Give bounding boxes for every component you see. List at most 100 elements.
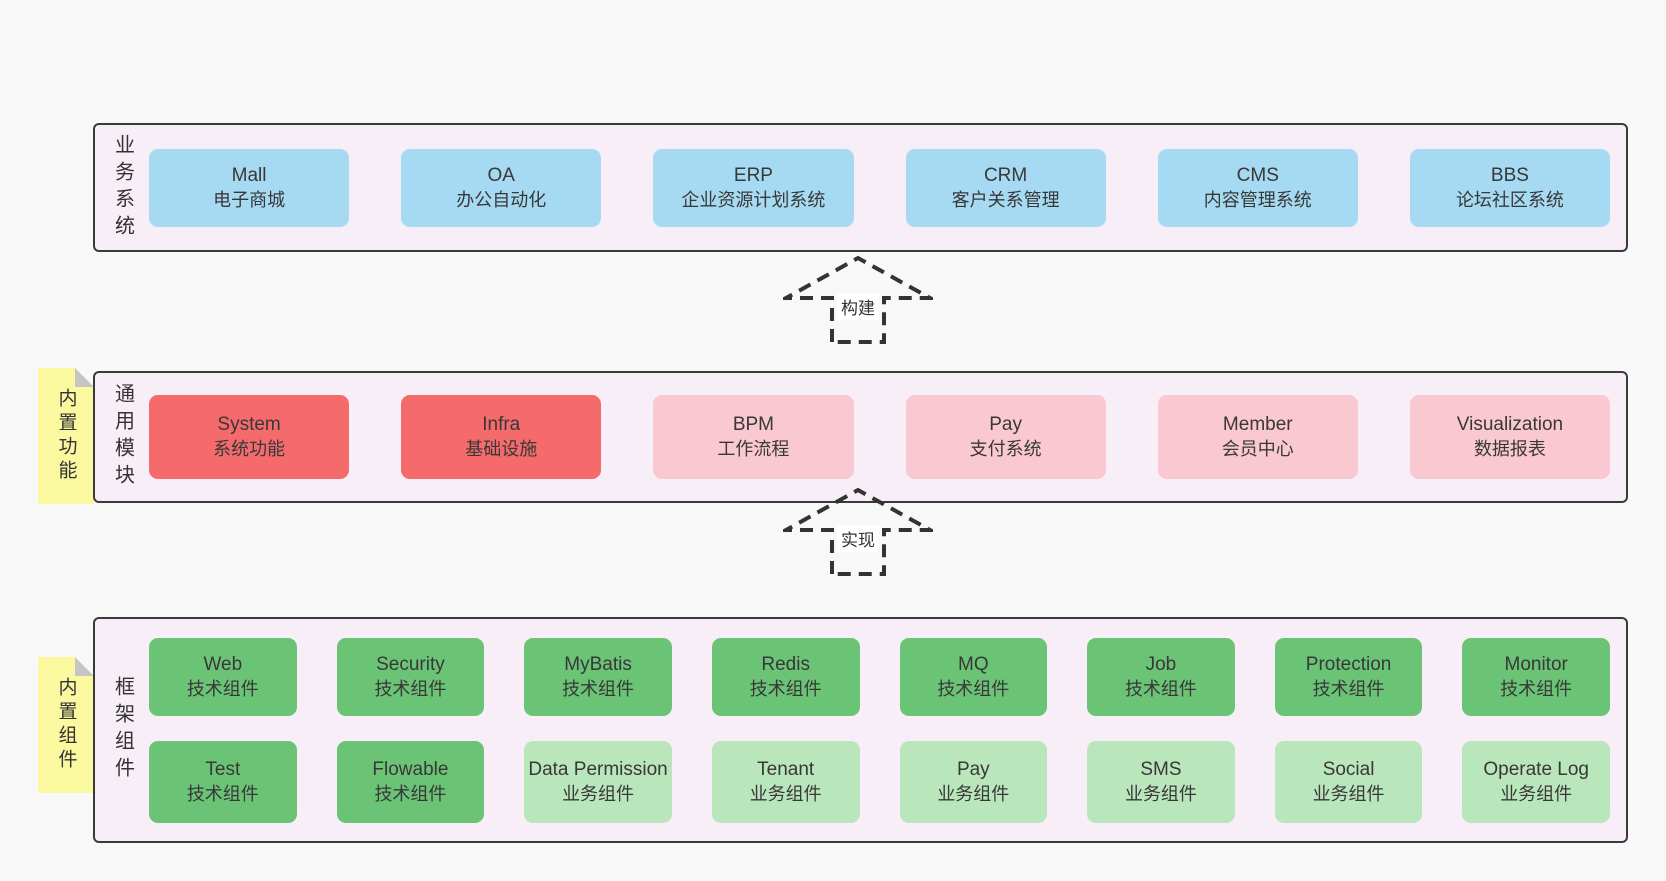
box-title: Pay	[989, 414, 1022, 435]
box-title: Operate Log	[1483, 758, 1589, 780]
layer-label-modules: 通用模块	[111, 383, 134, 491]
box-title: Social	[1322, 758, 1375, 780]
box-title: Security	[376, 653, 445, 675]
box-title: MQ	[958, 653, 989, 675]
box-visualization: Visualization 数据报表	[1409, 395, 1611, 479]
box-title: BPM	[732, 414, 775, 435]
box-title: Data Permission	[528, 758, 668, 780]
layer-label-components: 框架组件	[111, 676, 134, 784]
sticky-note-builtin-components: 内置组件	[38, 657, 94, 793]
sticky-note-text: 内置功能	[55, 388, 77, 484]
dashed-up-arrow-icon	[783, 255, 933, 344]
box-cms: CMS 内容管理系统	[1157, 148, 1358, 227]
box-crm: CRM 客户关系管理	[905, 148, 1106, 227]
box-subtitle: 技术组件	[749, 678, 822, 699]
box-subtitle: 技术组件	[1312, 678, 1385, 699]
box-mybatis: MyBatis 技术组件	[524, 637, 672, 716]
box-subtitle: 技术组件	[937, 678, 1010, 699]
box-subtitle: 基础设施	[465, 439, 538, 459]
component-row-2: Test 技术组件 Flowable 技术组件 Data Permission …	[149, 740, 1610, 823]
box-sms: SMS 业务组件	[1087, 740, 1235, 823]
box-title: Redis	[761, 653, 810, 675]
folded-corner-icon	[75, 368, 94, 387]
box-title: ERP	[733, 164, 773, 186]
box-erp: ERP 企业资源计划系统	[653, 148, 854, 227]
business-boxes: Mall 电子商城 OA 办公自动化 ERP 企业资源计划系统 CRM 客户关系…	[149, 125, 1611, 250]
box-subtitle: 电子商城	[213, 189, 286, 210]
box-title: SMS	[1140, 758, 1182, 780]
layer-framework-components: 框架组件 Web 技术组件 Security 技术组件 MyBatis 技术组件…	[93, 617, 1628, 843]
component-row-1: Web 技术组件 Security 技术组件 MyBatis 技术组件 Redi…	[149, 637, 1610, 716]
component-rows: Web 技术组件 Security 技术组件 MyBatis 技术组件 Redi…	[149, 619, 1610, 841]
box-title: Test	[205, 758, 241, 780]
sticky-note-builtin-features: 内置功能	[38, 368, 94, 504]
box-title: MyBatis	[564, 653, 632, 675]
box-tenant: Tenant 业务组件	[711, 740, 860, 823]
box-subtitle: 业务组件	[937, 783, 1010, 804]
box-social: Social 业务组件	[1274, 740, 1423, 823]
box-title: System	[217, 414, 281, 435]
layer-label-business: 业务系统	[111, 133, 134, 242]
box-mq: MQ 技术组件	[899, 637, 1048, 716]
sticky-note-text: 内置组件	[55, 677, 77, 773]
box-operate-log: Operate Log 业务组件	[1462, 740, 1610, 823]
box-oa: OA 办公自动化	[401, 148, 602, 227]
arrow-build-label: 构建	[837, 293, 879, 320]
box-subtitle: 业务组件	[749, 783, 822, 804]
box-subtitle: 技术组件	[1500, 678, 1573, 699]
box-title: Flowable	[372, 758, 449, 780]
box-redis: Redis 技术组件	[711, 637, 860, 716]
box-subtitle: 数据报表	[1473, 439, 1546, 459]
folded-corner-icon	[75, 657, 94, 676]
box-subtitle: 论坛社区系统	[1455, 189, 1564, 210]
box-mall: Mall 电子商城	[149, 148, 350, 227]
box-pay-component: Pay 业务组件	[899, 740, 1048, 823]
box-subtitle: 支付系统	[969, 439, 1042, 459]
box-subtitle: 技术组件	[186, 783, 259, 804]
box-security: Security 技术组件	[336, 637, 485, 716]
dashed-up-arrow-icon	[783, 487, 933, 576]
box-system: System 系统功能	[149, 395, 350, 479]
box-title: CRM	[983, 164, 1028, 186]
box-test: Test 技术组件	[149, 740, 297, 823]
box-title: Tenant	[757, 758, 815, 780]
box-title: OA	[487, 164, 515, 186]
box-subtitle: 技术组件	[374, 678, 447, 699]
box-infra: Infra 基础设施	[401, 395, 602, 479]
arrow-build: 构建	[783, 254, 933, 344]
box-member: Member 会员中心	[1157, 395, 1358, 479]
box-title: Job	[1145, 653, 1177, 675]
box-title: Monitor	[1504, 653, 1568, 675]
module-boxes: System 系统功能 Infra 基础设施 BPM 工作流程 Pay 支付系统…	[149, 373, 1611, 501]
box-subtitle: 系统功能	[213, 439, 286, 459]
box-bpm: BPM 工作流程	[653, 395, 854, 479]
box-subtitle: 技术组件	[1124, 678, 1197, 699]
box-pay-module: Pay 支付系统	[905, 395, 1106, 479]
box-title: Web	[203, 653, 243, 675]
box-subtitle: 会员中心	[1221, 439, 1294, 459]
box-title: Protection	[1305, 653, 1392, 675]
box-subtitle: 技术组件	[562, 678, 635, 699]
box-job: Job 技术组件	[1087, 637, 1235, 716]
box-title: BBS	[1490, 164, 1529, 186]
box-title: Visualization	[1456, 414, 1564, 435]
box-title: Member	[1222, 414, 1293, 435]
box-subtitle: 企业资源计划系统	[681, 189, 826, 210]
box-subtitle: 内容管理系统	[1203, 189, 1312, 210]
box-subtitle: 办公自动化	[456, 189, 547, 210]
box-flowable: Flowable 技术组件	[336, 740, 485, 823]
box-data-permission: Data Permission 业务组件	[524, 740, 672, 823]
box-title: Infra	[482, 414, 521, 435]
box-subtitle: 技术组件	[186, 678, 259, 699]
box-subtitle: 业务组件	[1312, 783, 1385, 804]
box-title: Pay	[956, 758, 990, 780]
layer-common-modules: 通用模块 System 系统功能 Infra 基础设施 BPM 工作流程 Pay…	[93, 371, 1628, 503]
box-web: Web 技术组件	[149, 637, 297, 716]
box-bbs: BBS 论坛社区系统	[1409, 148, 1611, 227]
box-subtitle: 技术组件	[374, 783, 447, 804]
box-subtitle: 业务组件	[1500, 783, 1573, 804]
layer-business-systems: 业务系统 Mall 电子商城 OA 办公自动化 ERP 企业资源计划系统 CRM…	[93, 123, 1628, 252]
arrow-implement-label: 实现	[837, 525, 879, 552]
box-protection: Protection 技术组件	[1274, 637, 1423, 716]
box-monitor: Monitor 技术组件	[1462, 637, 1610, 716]
